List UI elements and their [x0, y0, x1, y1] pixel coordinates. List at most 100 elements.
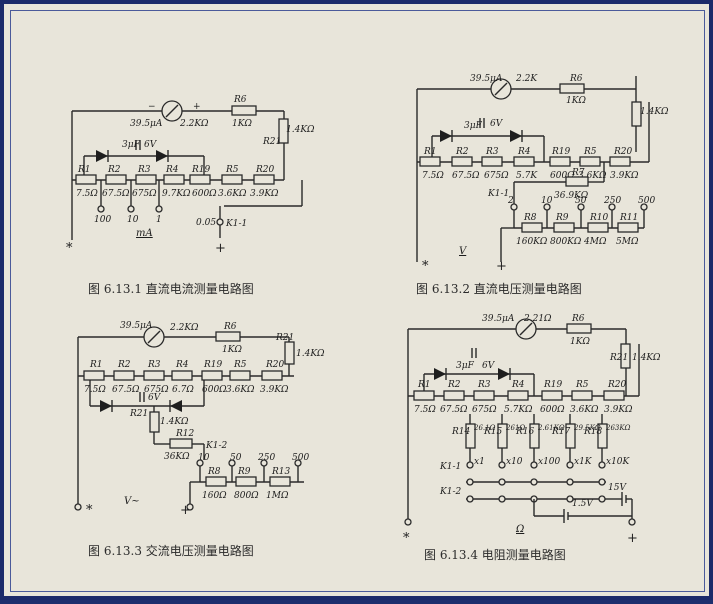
fig3-res-value: 600Ω — [202, 385, 227, 395]
fig3-diode1-icon — [100, 400, 112, 412]
fig1-cap-value: 3μF — [122, 140, 141, 150]
fig4-range-contact[interactable] — [598, 461, 606, 469]
fig1-meter-plus: + — [193, 102, 201, 112]
fig4-plus-terminal[interactable]: + — [627, 531, 638, 546]
fig2-tap-terminal[interactable] — [543, 203, 551, 211]
fig1-meter-label: 39.5μA — [130, 119, 163, 129]
fig4-unit: Ω — [515, 524, 524, 535]
fig4-range-contact[interactable] — [466, 461, 474, 469]
fig3-tap-terminal[interactable] — [294, 459, 302, 467]
fig4-range-label: x100 — [538, 457, 561, 467]
fig4-r21-value: 1.4KΩ — [632, 353, 661, 363]
fig1-res-value: 9.7KΩ — [162, 189, 191, 199]
fig4-k2-contact[interactable] — [498, 495, 506, 503]
fig1-tap-terminal[interactable] — [127, 205, 135, 213]
fig4-shunt-value: 263KΩ — [605, 424, 631, 432]
fig3-res-name: R20 — [265, 360, 285, 370]
fig3-res-name: R4 — [175, 360, 189, 370]
fig2-tap-terminal[interactable] — [608, 203, 616, 211]
fig1-res-value: 3.9KΩ — [250, 189, 279, 199]
fig3-cap-voltage: 6V — [148, 393, 162, 403]
fig3-r21-resistor — [284, 341, 295, 365]
fig2-r7-value: 36.9KΩ — [554, 191, 589, 201]
fig2-tap-terminal[interactable] — [577, 203, 585, 211]
fig2-diagram: 39.5μA 2.2K R6 1KΩ 1.4KΩ 3μF 6V R1 R2 R3… — [416, 74, 669, 274]
fig4-res-name: R3 — [477, 380, 491, 390]
fig1-minus-terminal[interactable]: * — [66, 241, 73, 256]
fig1-diode1-icon — [96, 150, 108, 162]
fig2-res-name: R3 — [485, 147, 499, 157]
fig1-res-value: 7.5Ω — [76, 189, 98, 199]
fig4-diagram: 39.5μA 2.21Ω R6 1KΩ R21 1.4KΩ 3μF 6V R1 … — [403, 314, 661, 546]
fig2-r7-name: R7 — [571, 168, 585, 178]
fig4-k1-contact[interactable] — [598, 478, 606, 486]
fig3-diode2-icon — [170, 400, 182, 412]
fig4-shunt-name: R14 — [451, 427, 471, 437]
fig1-r6-value: 1KΩ — [232, 119, 252, 129]
fig1-switch-name: K1-1 — [225, 219, 247, 229]
fig4-k1-contact[interactable] — [466, 478, 474, 486]
fig3-r6-resistor — [215, 331, 241, 342]
fig1-tap-terminal[interactable] — [155, 205, 163, 213]
fig2-plus-terminal[interactable]: + — [496, 259, 507, 274]
fig4-k1-contact[interactable] — [566, 478, 574, 486]
fig3-tap-terminal[interactable] — [228, 459, 236, 467]
fig4-caption: 图 6.13.4 电阻测量电路图 — [424, 548, 566, 562]
fig2-tap-terminal[interactable] — [640, 203, 648, 211]
fig4-minus-jack[interactable] — [404, 518, 412, 526]
fig4-k1-contact[interactable] — [530, 478, 538, 486]
fig4-range-contact[interactable] — [498, 461, 506, 469]
fig2-tap-label: 500 — [638, 196, 655, 206]
fig4-meter-resistance: 2.21Ω — [523, 314, 552, 324]
fig2-diode2-icon — [510, 130, 522, 142]
fig1-caption: 图 6.13.1 直流电流测量电路图 — [88, 282, 254, 296]
fig2-res-name: R19 — [551, 147, 571, 157]
fig2-res-name: R20 — [613, 147, 633, 157]
fig2-res-value: 5.7K — [516, 171, 538, 181]
fig4-res-name: R19 — [543, 380, 563, 390]
fig2-res-value: 3.9KΩ — [610, 171, 639, 181]
fig3-minus-terminal[interactable]: * — [86, 503, 93, 518]
fig4-res-value: 67.5Ω — [440, 405, 468, 415]
fig3-switch-name: K1-2 — [205, 441, 227, 451]
fig2-caption: 图 6.13.2 直流电压测量电路图 — [416, 282, 582, 296]
fig3-minus-jack[interactable] — [74, 503, 82, 511]
fig4-minus-terminal[interactable]: * — [403, 531, 410, 546]
fig3-r21b-pot — [149, 411, 160, 433]
fig3-meter-resistance: 2.2KΩ — [169, 323, 199, 333]
fig3-res-name: R3 — [147, 360, 161, 370]
fig3-res-name: R2 — [117, 360, 131, 370]
fig1-res-name: R3 — [137, 165, 151, 175]
fig2-minus-terminal[interactable]: * — [422, 259, 429, 274]
fig1-tap-terminal[interactable] — [97, 205, 105, 213]
fig3-tap-terminal[interactable] — [260, 459, 268, 467]
fig4-k2-contact[interactable] — [566, 495, 574, 503]
fig2-res2-name: R8 — [523, 213, 537, 223]
fig3-diagram: 39.5μA 2.2KΩ R6 1KΩ R21 1.4KΩ R1 R2 R3 R… — [74, 321, 325, 518]
fig4-k1-contact[interactable] — [498, 478, 506, 486]
fig3-plus-terminal[interactable]: + — [180, 503, 191, 518]
fig2-res-value: 3.6KΩ — [578, 171, 607, 181]
fig1-res-value: 600Ω — [192, 189, 217, 199]
fig4-shunt-name: R16 — [515, 427, 535, 437]
fig3-res-value: 67.5Ω — [112, 385, 140, 395]
fig3-res2-name: R9 — [237, 467, 251, 477]
fig4-range-contact[interactable] — [566, 461, 574, 469]
fig3-r6-value: 1KΩ — [222, 345, 242, 355]
fig3-res-value: 3.6KΩ — [226, 385, 255, 395]
fig4-range-label: x1K — [574, 457, 593, 467]
fig4-plus-jack[interactable] — [628, 518, 636, 526]
fig1-switch-contact[interactable] — [216, 218, 224, 226]
fig3-unit: V~ — [124, 496, 140, 507]
fig2-meter-resistance: 2.2K — [515, 74, 538, 84]
fig3-plus-jack[interactable] — [186, 503, 194, 511]
fig4-k2-contact[interactable] — [466, 495, 474, 503]
fig4-shunt-value: 29.5KΩ — [573, 424, 601, 432]
fig4-k2-contact[interactable] — [598, 495, 606, 503]
fig4-shunt-value: 2.61KΩ — [537, 424, 565, 432]
fig1-r21-name: R21 — [262, 137, 281, 147]
fig4-res-value: 3.9KΩ — [604, 405, 633, 415]
fig4-range-contact[interactable] — [530, 461, 538, 469]
fig1-plus-terminal[interactable]: + — [215, 241, 226, 256]
fig1-tap-label: 10 — [127, 215, 139, 225]
